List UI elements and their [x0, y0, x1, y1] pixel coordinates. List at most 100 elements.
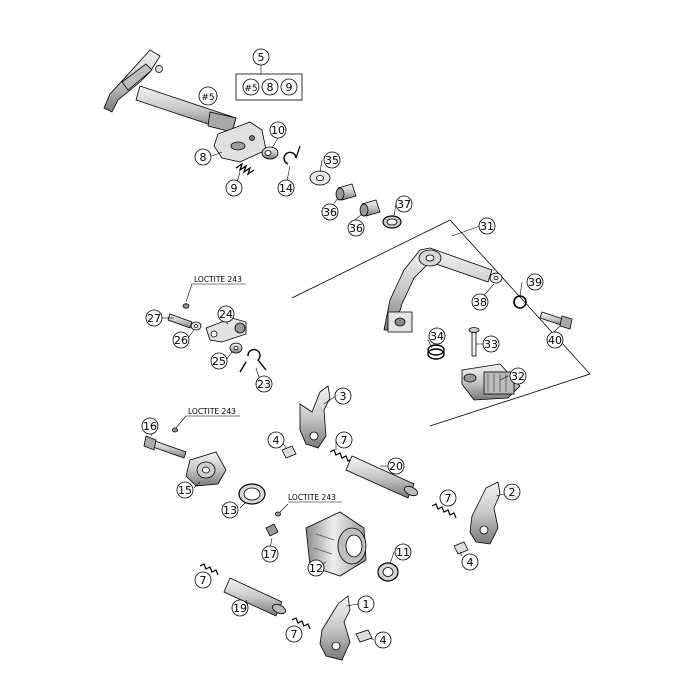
kit-group-5: 5 #5 8 9	[235, 48, 303, 101]
pin-4a-part	[281, 445, 297, 459]
spring-7c-part	[199, 563, 219, 576]
svg-text:32: 32	[511, 370, 525, 383]
svg-text:2: 2	[509, 486, 516, 499]
svg-text:14: 14	[279, 182, 293, 195]
shift-drum-segment-15-part	[185, 451, 227, 487]
shift-fork-3-part	[299, 385, 331, 449]
shift-lever-kit-outline	[291, 219, 591, 427]
pin-4c-part	[355, 629, 373, 643]
callout-14: 14	[277, 179, 295, 197]
svg-text:23: 23	[257, 378, 271, 391]
callout-7c: 7	[194, 571, 212, 589]
callout-19: 19	[231, 599, 249, 617]
svg-text:35: 35	[325, 154, 339, 167]
svg-text:19: 19	[233, 602, 247, 615]
svg-text:7: 7	[445, 492, 452, 505]
svg-text:7: 7	[200, 574, 207, 587]
svg-text:37: 37	[397, 198, 411, 211]
bearing-36a-part	[335, 183, 357, 201]
callout-35: 35	[323, 151, 341, 169]
svg-text:40: 40	[548, 334, 562, 347]
loctite-label-2: LOCTITE 243	[186, 407, 240, 417]
bolt-40-part	[539, 311, 573, 330]
callout-13: 13	[221, 501, 239, 519]
svg-text:4: 4	[273, 434, 280, 447]
washer-26-part	[190, 321, 202, 331]
shift-rod-20-part	[345, 455, 418, 499]
svg-text:25: 25	[212, 355, 226, 368]
spring-34-part	[427, 344, 445, 360]
kit-member-3: 9	[286, 81, 293, 94]
svg-text:#5: #5	[201, 93, 214, 103]
svg-text:24: 24	[219, 308, 233, 321]
screw-17-part	[265, 511, 281, 537]
callout-32: 32	[509, 367, 527, 385]
kit-member-1: #5	[244, 84, 257, 94]
seal-37-part	[382, 215, 402, 229]
callout-shaft-5: #5	[198, 86, 218, 106]
callout-34: 34	[428, 327, 446, 345]
loctite-text-1: LOCTITE 243	[194, 275, 242, 284]
svg-text:17: 17	[263, 548, 277, 561]
pin-33-part	[468, 327, 480, 357]
svg-text:38: 38	[473, 296, 487, 309]
clip-14-part	[283, 145, 301, 165]
washer-35-part	[309, 170, 331, 186]
kit-callout-label: 5	[258, 51, 265, 64]
svg-text:26: 26	[174, 334, 188, 347]
svg-text:33: 33	[484, 338, 498, 351]
svg-text:1: 1	[363, 598, 370, 611]
callout-12: 12	[307, 559, 325, 577]
screw-27-part	[167, 303, 193, 329]
callout-37: 37	[395, 195, 413, 213]
roller-25-part	[229, 342, 243, 354]
callout-24: 24	[217, 305, 235, 323]
callout-26: 26	[172, 331, 190, 349]
spring-7b-part	[431, 503, 457, 519]
callout-36a: 36	[321, 203, 339, 221]
callout-20: 20	[387, 457, 405, 475]
lever-24-part	[205, 317, 247, 343]
spring-23-part	[239, 348, 267, 373]
callout-33: 33	[482, 335, 500, 353]
spring-7d-part	[291, 617, 311, 630]
shift-shaft-part	[103, 49, 237, 133]
callout-4b: 4	[461, 553, 479, 571]
callout-15: 15	[176, 481, 194, 499]
svg-text:39: 39	[528, 276, 542, 289]
loctite-text-3: LOCTITE 243	[288, 493, 336, 502]
callout-7b: 7	[439, 489, 457, 507]
bushing-10-part	[261, 146, 279, 160]
callout-25: 25	[210, 352, 228, 370]
shift-drum-12-part	[305, 511, 367, 577]
svg-text:11: 11	[396, 546, 410, 559]
loctite-labels: LOCTITE 243 LOCTITE 243 LOCTITE 243	[186, 275, 342, 503]
svg-text:31: 31	[480, 220, 494, 233]
callout-40: 40	[546, 331, 564, 349]
callout-7d: 7	[285, 625, 303, 643]
callout-4c: 4	[374, 631, 392, 649]
svg-text:34: 34	[430, 330, 444, 343]
svg-text:13: 13	[223, 504, 237, 517]
callout-36b: 36	[347, 219, 365, 237]
callout-9: 9	[225, 179, 243, 197]
washer-38-part	[489, 272, 503, 284]
svg-text:7: 7	[341, 434, 348, 447]
callouts-layer: #5 8 9 10 14 35 36 36 37 31 39 38 40 34 …	[141, 86, 564, 649]
svg-text:36: 36	[349, 222, 363, 235]
callout-38: 38	[471, 293, 489, 311]
callout-11: 11	[394, 543, 412, 561]
callout-3: 3	[334, 387, 352, 405]
svg-text:9: 9	[231, 182, 238, 195]
svg-text:16: 16	[143, 420, 157, 433]
svg-text:8: 8	[200, 151, 207, 164]
pin-4b-part	[453, 541, 469, 555]
svg-text:12: 12	[309, 562, 323, 575]
loctite-label-3: LOCTITE 243	[288, 493, 342, 503]
callout-2: 2	[503, 483, 521, 501]
shift-rod-19-part	[223, 577, 286, 617]
callout-23: 23	[255, 375, 273, 393]
callout-7a: 7	[335, 431, 353, 449]
bearing-13-part	[238, 483, 266, 505]
